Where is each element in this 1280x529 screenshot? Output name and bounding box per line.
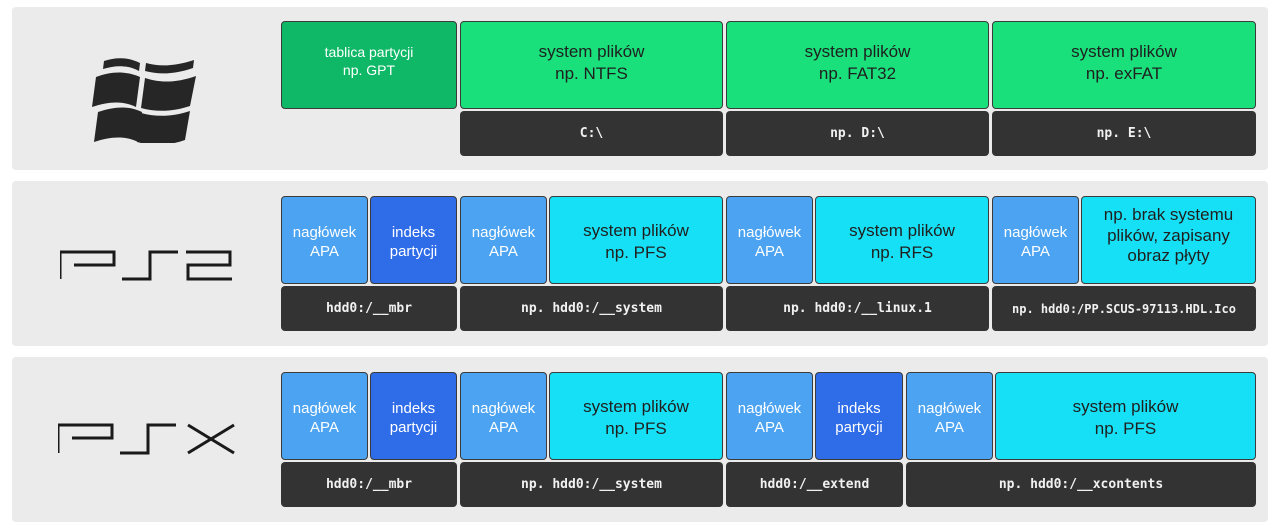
psx-logo-icon bbox=[58, 423, 235, 455]
psx-apa-header-block: nagłówek APA bbox=[460, 372, 547, 460]
windows-row: tablica partycji np. GPT system plików n… bbox=[12, 7, 1268, 170]
ps2-filesystem-rfs-block: system plików np. RFS bbox=[815, 196, 989, 284]
ps2-row: nagłówek APA indeks partycji nagłówek AP… bbox=[12, 181, 1268, 346]
psx-partition-index-block: indeks partycji bbox=[815, 372, 903, 460]
ps2-disc-image-block: np. brak systemu plików, zapisany obraz … bbox=[1081, 196, 1256, 284]
path-label-game: np. hdd0:/PP.SCUS-97113.HDL.Ico bbox=[992, 286, 1256, 331]
filesystem-ntfs-block: system plików np. NTFS bbox=[460, 21, 723, 109]
ps2-apa-header-block: nagłówek APA bbox=[460, 196, 547, 284]
psx-filesystem-pfs-block: system plików np. PFS bbox=[549, 372, 723, 460]
ps2-apa-header-block: nagłówek APA bbox=[726, 196, 813, 284]
psx-row: nagłówek APA indeks partycji nagłówek AP… bbox=[12, 357, 1268, 522]
psx-apa-header-block: nagłówek APA bbox=[906, 372, 993, 460]
ps2-apa-header-block: nagłówek APA bbox=[992, 196, 1079, 284]
path-label-mbr: hdd0:/__mbr bbox=[281, 286, 457, 331]
ps2-partition-index-block: indeks partycji bbox=[370, 196, 457, 284]
path-label-linux: np. hdd0:/__linux.1 bbox=[726, 286, 989, 331]
filesystem-fat32-block: system plików np. FAT32 bbox=[726, 21, 989, 109]
path-label-system: np. hdd0:/__system bbox=[460, 286, 723, 331]
psx-filesystem-pfs-block: system plików np. PFS bbox=[995, 372, 1256, 460]
path-label-c: C:\ bbox=[460, 111, 723, 156]
path-label-extend: hdd0:/__extend bbox=[726, 462, 903, 507]
psx-apa-header-block: nagłówek APA bbox=[281, 372, 368, 460]
path-label-d: np. D:\ bbox=[726, 111, 989, 156]
filesystem-exfat-block: system plików np. exFAT bbox=[992, 21, 1256, 109]
ps2-apa-header-block: nagłówek APA bbox=[281, 196, 368, 284]
ps2-logo-icon bbox=[60, 250, 232, 281]
windows-logo-icon bbox=[92, 58, 196, 143]
partition-table-block: tablica partycji np. GPT bbox=[281, 21, 457, 109]
path-label-e: np. E:\ bbox=[992, 111, 1256, 156]
path-label-system: np. hdd0:/__system bbox=[460, 462, 723, 507]
psx-partition-index-block: indeks partycji bbox=[370, 372, 457, 460]
psx-apa-header-block: nagłówek APA bbox=[726, 372, 813, 460]
path-label-mbr: hdd0:/__mbr bbox=[281, 462, 457, 507]
path-label-xcontents: np. hdd0:/__xcontents bbox=[906, 462, 1256, 507]
ps2-filesystem-pfs-block: system plików np. PFS bbox=[549, 196, 723, 284]
